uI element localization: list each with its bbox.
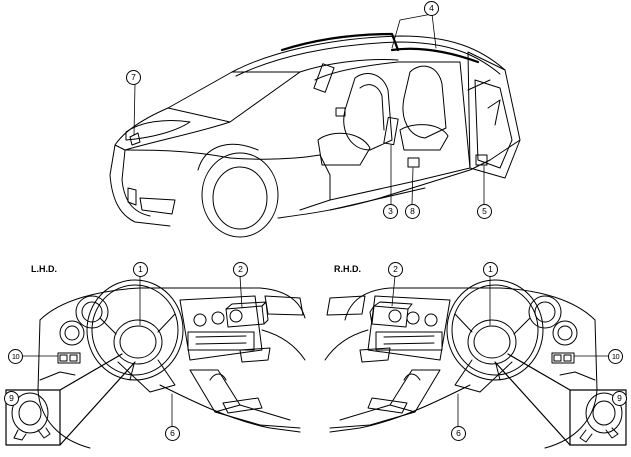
rhd-callout-1: 1 bbox=[483, 262, 498, 277]
rhd-callout-9: 9 bbox=[612, 391, 627, 406]
lhd-callout-1: 1 bbox=[133, 262, 148, 277]
lhd-callout-10: 10 bbox=[8, 349, 23, 364]
callout-8: 8 bbox=[405, 204, 420, 219]
car-illustration bbox=[109, 32, 521, 238]
rhd-dashboard-illustration bbox=[324, 279, 627, 449]
lhd-section-label: L.H.D. bbox=[31, 264, 57, 274]
rhd-callout-10: 10 bbox=[608, 349, 623, 364]
callout-7: 7 bbox=[126, 70, 141, 85]
callout-3: 3 bbox=[383, 204, 398, 219]
rhd-callout-6: 6 bbox=[451, 426, 466, 441]
callout-4: 4 bbox=[424, 1, 439, 16]
rhd-callout-2: 2 bbox=[388, 262, 403, 277]
rhd-section-label: R.H.D. bbox=[334, 264, 361, 274]
car-leader-lines bbox=[133, 13, 485, 205]
lhd-dashboard-illustration bbox=[5, 279, 306, 449]
lhd-callout-9: 9 bbox=[4, 391, 19, 406]
callout-5: 5 bbox=[477, 204, 492, 219]
lhd-leader-lines bbox=[21, 275, 243, 427]
rhd-leader-lines bbox=[391, 275, 609, 427]
lhd-callout-6: 6 bbox=[165, 426, 180, 441]
lhd-callout-2: 2 bbox=[233, 262, 248, 277]
